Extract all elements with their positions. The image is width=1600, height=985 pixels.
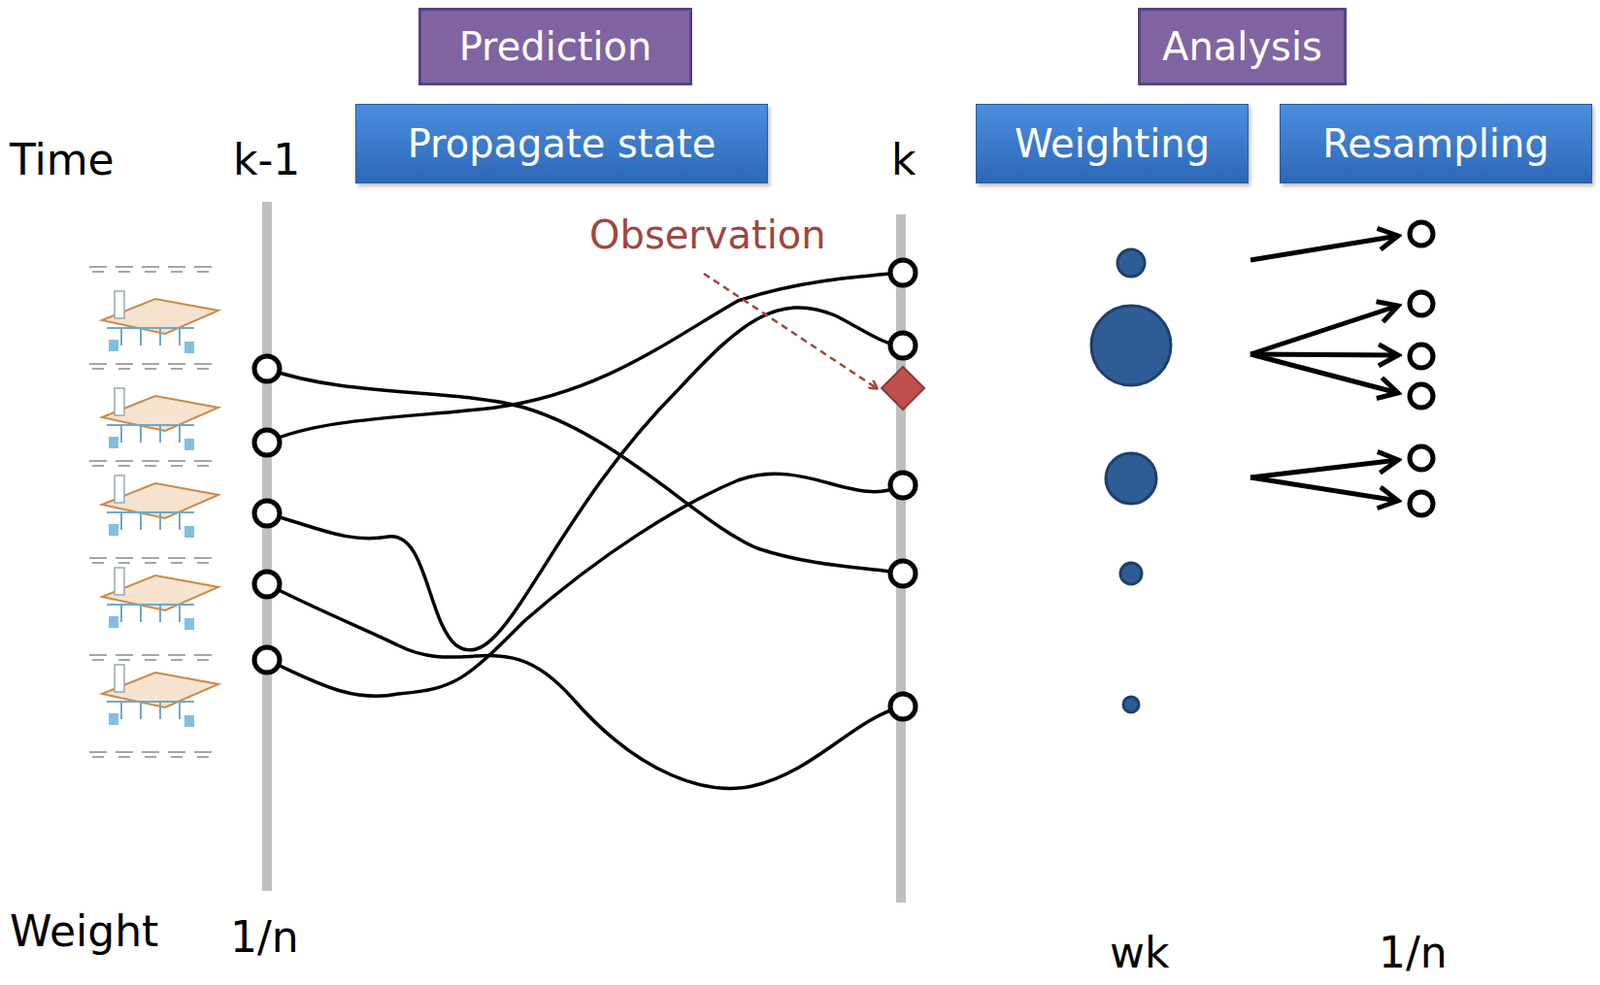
icon-strokes [141,558,160,564]
time-index: k [891,138,916,182]
time-index: k-1 [233,138,300,182]
box-label: Analysis [1162,24,1323,69]
icon-strokes [115,752,134,758]
pipes [106,425,195,443]
observation-diamond [881,366,925,410]
weight-dots [1091,249,1171,713]
box-label: Prediction [459,24,653,69]
icon-strokes [115,364,134,369]
building-icons [89,266,219,758]
pipes [106,701,195,720]
icon-strokes [167,364,186,369]
tank [184,715,195,728]
icon-strokes [194,461,212,467]
box-label: Resampling [1322,121,1549,167]
icon-strokes [194,752,212,758]
icon-strokes [89,461,107,467]
icon-strokes [115,266,134,272]
icon-strokes [167,752,186,758]
tower [114,665,125,693]
step-box: Propagate state [355,103,768,184]
icon-strokes [89,655,107,661]
icon-strokes [141,266,160,272]
icon-strokes [141,364,160,369]
pipes [106,512,195,531]
icon-strokes [141,752,160,758]
tower [114,475,125,503]
tank [108,616,119,629]
icon-strokes [89,558,107,564]
step-box: Weighting [975,103,1249,184]
icon-strokes [194,266,212,272]
tank [108,713,119,726]
tank [108,524,119,536]
weight-value: wk [1109,932,1169,975]
observation-label: Observation [589,215,827,255]
observation-leader [703,273,877,389]
icon-strokes [115,461,134,467]
icon-strokes [167,655,186,661]
icon-strokes [89,364,107,369]
tower [114,291,125,319]
icon-strokes [167,558,186,564]
step-box: Resampling [1279,103,1593,184]
weight-value: 1/n [230,916,300,960]
icon-strokes [89,752,107,758]
icon-strokes [89,266,107,272]
time-axis [896,214,906,903]
icon-strokes [167,266,186,272]
icon-strokes [115,655,134,661]
icon-strokes [194,364,212,369]
phase-box: Prediction [418,7,693,86]
icon-strokes [194,655,212,661]
phase-box: Analysis [1137,7,1347,86]
pipes [106,328,195,346]
axis-label: Weight [9,910,159,954]
tank [184,526,195,538]
tower [114,388,125,416]
tank [108,436,119,449]
icon-strokes [115,558,134,564]
trajectories [266,272,903,789]
tank [184,341,195,354]
icon-strokes [141,461,160,467]
icon-strokes [141,655,160,661]
box-label: Propagate state [407,121,717,167]
icon-strokes [194,558,212,564]
icon-strokes [167,461,186,467]
box-label: Weighting [1014,121,1210,167]
particles [254,222,1434,720]
resample-arrows [1250,235,1399,501]
axis-label: Time [9,138,115,182]
tank [184,438,195,451]
tower [114,567,125,596]
pipes [106,604,195,623]
time-axis [262,201,272,892]
tank [108,339,119,352]
weight-value: 1/n [1378,932,1448,975]
tank [184,618,195,631]
